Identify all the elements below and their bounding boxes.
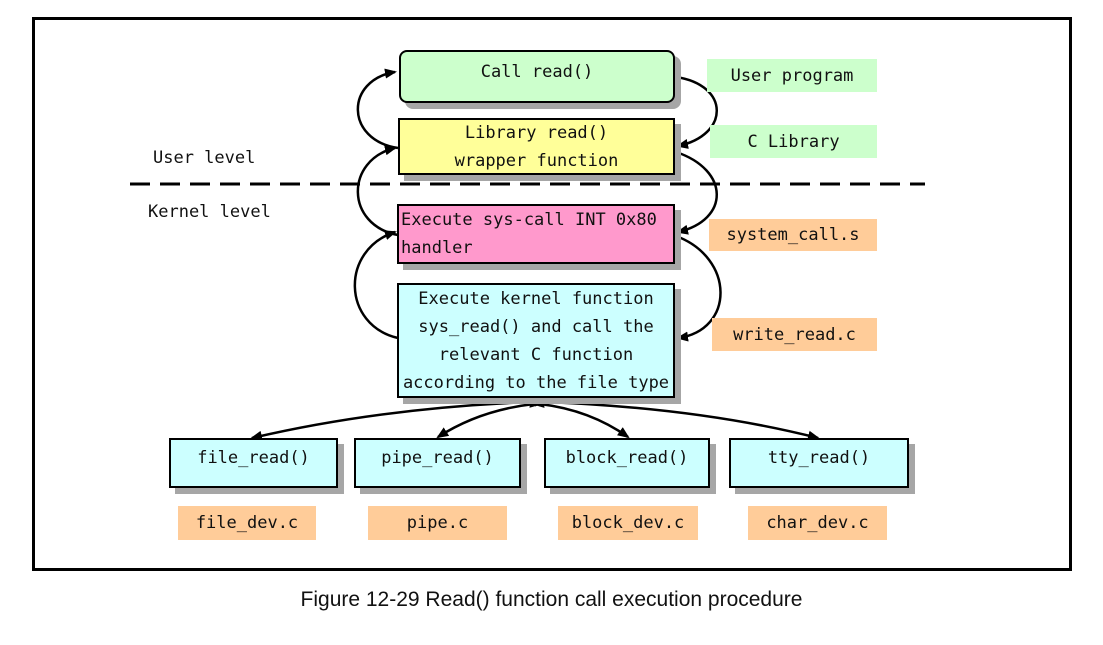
user-program-label: User program [730,65,854,86]
user-level-label: User level [153,148,256,168]
arrow-kernel-back-to-syscall [353,230,399,340]
arrow-kernel-to-pipe-read [436,397,545,439]
char-dev-c-label: char_dev.c [766,513,869,533]
file-dev-c-tag: file_dev.c [178,506,316,540]
file-read-label: file_read() [197,448,310,468]
pipe-c-label: pipe.c [406,513,469,533]
block-read-box: block_read() [544,438,710,488]
arrow-kernel-to-block-read [529,397,630,439]
library-read-box: Library read() wrapper function [398,118,675,175]
block-dev-c-tag: block_dev.c [558,506,698,540]
system-call-s-label: system_call.s [726,225,860,245]
c-library-tag: C Library [710,125,877,158]
c-library-label: C Library [747,131,840,152]
kernel-function-line-2: sys_read() and call the [418,316,654,337]
system-call-s-tag: system_call.s [709,219,877,251]
file-dev-c-label: file_dev.c [195,513,299,533]
kernel-level-label: Kernel level [148,202,271,222]
write-read-c-label: write_read.c [733,324,856,345]
kernel-function-line-3: relevant C function [438,344,634,365]
pipe-read-box: pipe_read() [354,438,521,488]
file-read-box: file_read() [169,438,338,488]
library-read-line-1: Library read() [464,122,609,143]
arrow-syscall-to-kernel [675,234,722,342]
char-dev-c-tag: char_dev.c [748,506,887,540]
library-read-line-2: wrapper function [454,150,619,171]
diagram-frame [32,17,1072,571]
call-read-box: Call read() [399,50,675,103]
arrow-syscall-back-to-library [356,145,399,237]
figure-caption: Figure 12-29 Read() function call execut… [300,588,803,611]
block-dev-c-label: block_dev.c [571,513,685,533]
user-program-tag: User program [707,59,877,92]
arrow-library-back-to-call [356,68,399,150]
syscall-handler-line-2: handler [401,238,473,258]
arrow-library-to-syscall [675,150,718,235]
arrow-call-to-library [675,75,718,149]
kernel-function-line-4: according to the file type [402,372,670,393]
arrow-kernel-to-file-read [250,396,541,441]
write-read-c-tag: write_read.c [712,318,877,351]
kernel-function-box: Execute kernel function sys_read() and c… [397,283,675,398]
syscall-handler-box: Execute sys-call INT 0x80 handler [397,204,675,264]
pipe-read-label: pipe_read() [381,448,494,468]
tty-read-label: tty_read() [767,448,871,468]
block-read-label: block_read() [565,448,689,468]
arrow-kernel-to-tty-read [534,396,820,441]
syscall-handler-line-1: Execute sys-call INT 0x80 [401,210,657,230]
kernel-function-line-1: Execute kernel function [418,288,654,309]
pipe-c-tag: pipe.c [368,506,507,540]
call-read-label: Call read() [480,62,594,82]
tty-read-box: tty_read() [729,438,909,488]
